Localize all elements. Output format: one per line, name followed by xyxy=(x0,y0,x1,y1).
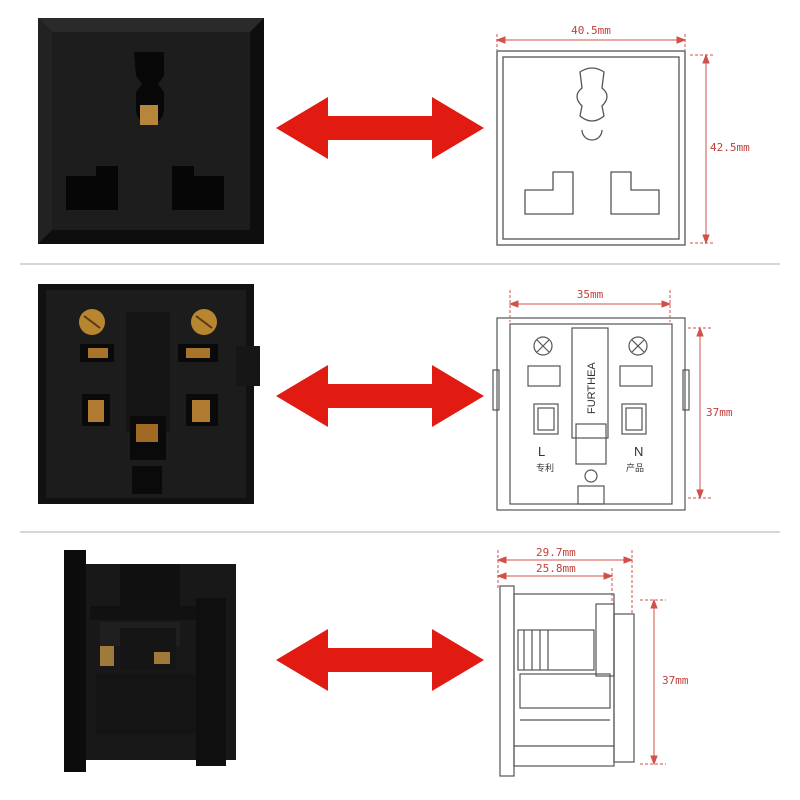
dimension-height xyxy=(688,326,712,500)
dimension-depth-inner xyxy=(496,568,614,604)
back-view-graphic: FURTHEA L N 专利 产品 35mm 37mm xyxy=(38,284,733,511)
side-view-graphic: 29.7mm 25.8mm 37mm xyxy=(64,546,689,777)
live-label: L xyxy=(538,444,545,459)
left-note-label: 专利 xyxy=(536,462,554,473)
width-label: 35mm xyxy=(577,288,604,301)
divider xyxy=(20,531,780,533)
double-arrow xyxy=(276,365,484,427)
height-label: 37mm xyxy=(706,406,733,419)
depth-outer-label: 29.7mm xyxy=(536,546,576,559)
socket-side-photo xyxy=(64,550,236,772)
width-label: 40.5mm xyxy=(571,24,611,37)
dimension-depth-outer xyxy=(496,550,634,614)
socket-back-drawing xyxy=(492,317,690,511)
dimension-height xyxy=(690,53,714,245)
depth-inner-label: 25.8mm xyxy=(536,562,576,575)
brand-label: FURTHEA xyxy=(586,362,598,414)
front-view-row: 40.5mm 42.5mm xyxy=(0,0,800,262)
socket-side-drawing xyxy=(499,585,635,777)
dimension-width xyxy=(495,34,687,50)
socket-front-photo xyxy=(38,18,264,244)
double-arrow xyxy=(276,97,484,159)
dimension-height xyxy=(640,598,666,766)
front-view-graphic: 40.5mm 42.5mm xyxy=(38,18,750,246)
dimension-width xyxy=(508,290,672,322)
height-label: 37mm xyxy=(662,674,689,687)
neutral-label: N xyxy=(634,444,643,459)
side-view-row: 29.7mm 25.8mm 37mm xyxy=(0,534,800,800)
double-arrow xyxy=(276,629,484,691)
divider xyxy=(20,263,780,265)
socket-front-drawing xyxy=(496,50,686,246)
socket-back-photo xyxy=(38,284,260,504)
right-note-label: 产品 xyxy=(626,462,644,473)
back-view-row: FURTHEA L N 专利 产品 35mm 37mm xyxy=(0,266,800,530)
height-label: 42.5mm xyxy=(710,141,750,154)
